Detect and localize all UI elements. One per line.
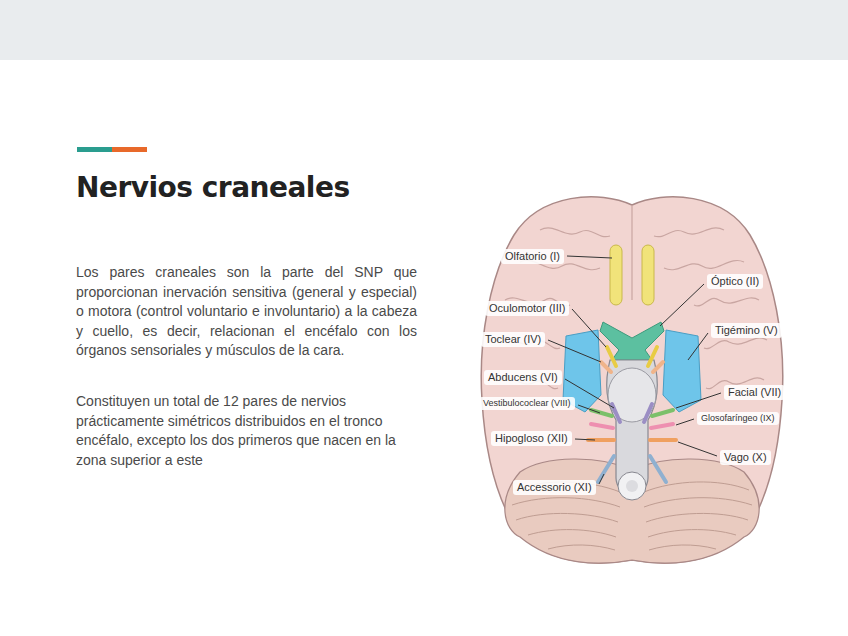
nerve-label: Vestibulococlear (VIII): [479, 397, 575, 410]
nerve-label: Glosofaríngeo (IX): [697, 412, 779, 425]
body-paragraph: Los pares craneales son la parte del SNP…: [76, 263, 417, 361]
olfactory-tract: [610, 245, 622, 305]
nerve-roots: [588, 347, 676, 482]
nerve-label: Oculomotor (III): [485, 301, 569, 316]
spinal-cord: [618, 472, 646, 500]
nerve-label: Tigémino (V): [711, 323, 782, 338]
nerve-label: Abducens (VI): [484, 370, 562, 385]
nerve-label: Facial (VII): [724, 385, 785, 400]
pons: [608, 368, 656, 422]
nerve-label: Hipogloso (XII): [491, 431, 572, 446]
spinal-cord: [626, 480, 638, 492]
nerve-label: Óptico (II): [707, 274, 763, 289]
olfactory-tract: [642, 245, 654, 305]
nerve-label: Toclear (IV): [481, 332, 545, 347]
body-paragraph: Constituyen un total de 12 pares de nerv…: [76, 392, 417, 470]
nerve-label: Accessorio (XI): [513, 480, 596, 495]
nerve-label: Vago (X): [720, 450, 771, 465]
top-band: [0, 0, 848, 60]
trigeminal-region: [663, 330, 701, 412]
brain-outline: [481, 197, 783, 563]
accent-bar: [77, 147, 112, 152]
leader-lines: [548, 256, 721, 484]
accent-bar: [112, 147, 147, 152]
cerebellum: [505, 459, 759, 563]
nerve-label: Olfatorio (I): [501, 249, 564, 264]
slide-title: Nervios craneales: [76, 171, 350, 204]
